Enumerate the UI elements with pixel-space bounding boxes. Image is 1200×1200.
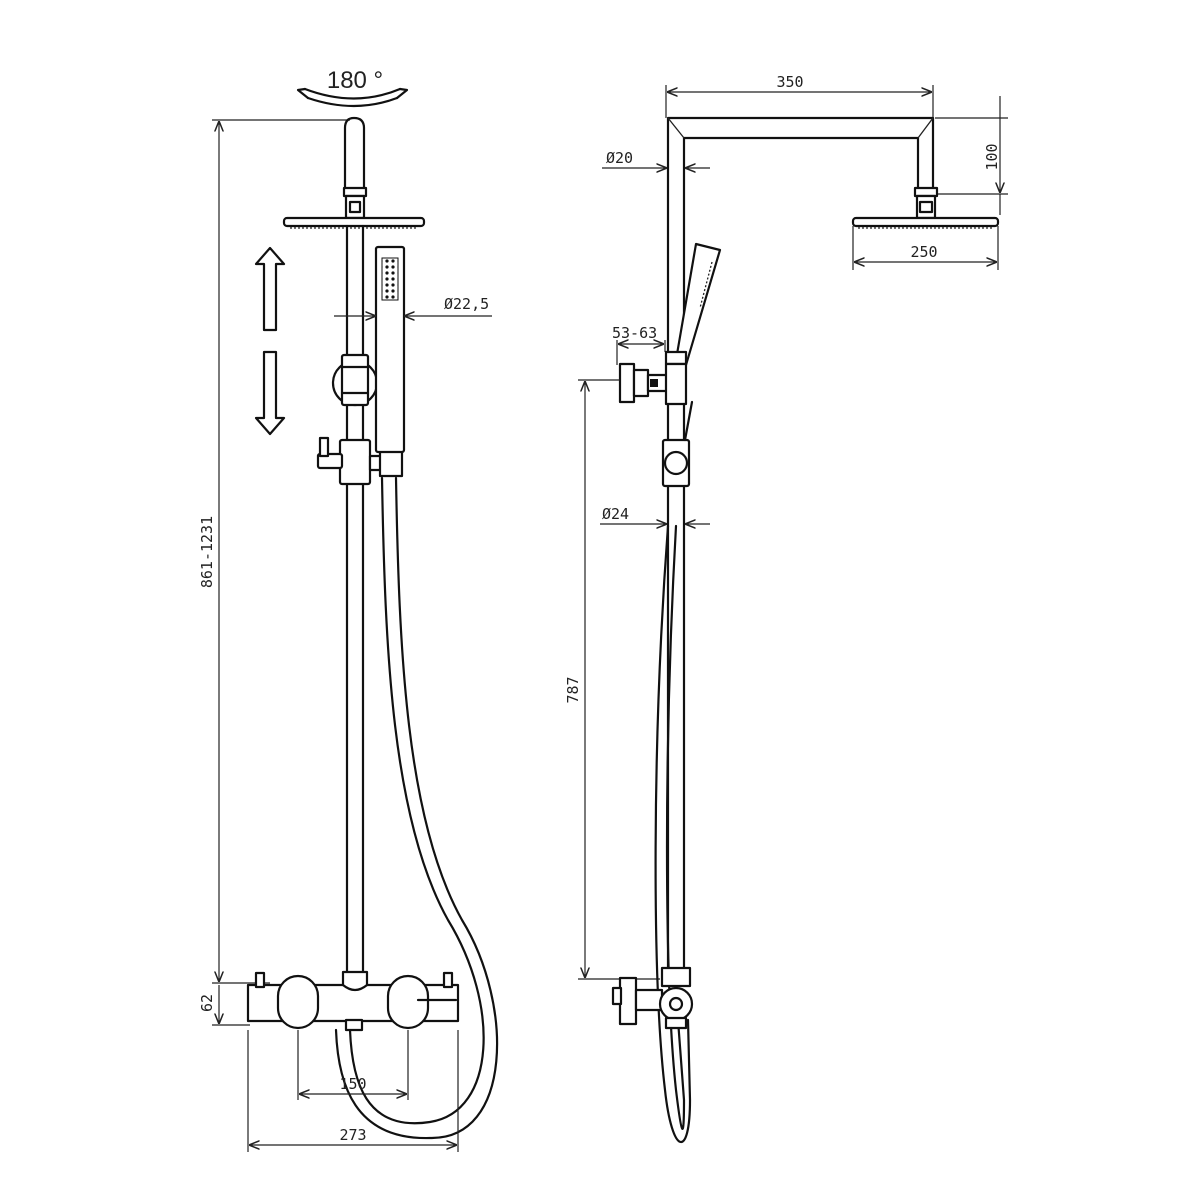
rotation-label: 180 ° xyxy=(327,67,383,94)
front-view: 180 ° 861-1231 xyxy=(198,67,499,1152)
bracket-label: 53-63 xyxy=(612,324,657,342)
side-slider xyxy=(661,400,694,488)
head-diameter-label: 250 xyxy=(910,243,937,261)
rotation-arrow-icon xyxy=(296,87,409,108)
height-label: 861-1231 xyxy=(198,516,216,588)
mixer-width-label: 273 xyxy=(339,1126,366,1144)
riser-height-dimension xyxy=(578,379,660,980)
arm-length-dimension xyxy=(665,85,934,118)
shower-head xyxy=(282,216,426,229)
side-hand-shower xyxy=(674,242,722,367)
down-arrow-icon xyxy=(254,350,286,436)
shower-hose xyxy=(334,476,499,1140)
side-mixer xyxy=(611,966,694,1030)
arm-length-label: 350 xyxy=(776,73,803,91)
shower-arm xyxy=(666,116,935,357)
mixer-height-dimension xyxy=(212,985,250,1026)
handset-holder xyxy=(316,436,404,486)
thermostatic-mixer xyxy=(246,970,460,1032)
bracket-dimension xyxy=(616,340,666,365)
mixer-width-dimension xyxy=(247,1030,459,1152)
up-arrow-icon xyxy=(254,246,286,332)
arm-drop-dimension xyxy=(935,96,1008,215)
side-view: 350 100 250 xyxy=(564,73,1008,1144)
side-riser xyxy=(666,402,686,970)
hand-shower-diameter-label: Ø22,5 xyxy=(444,295,489,313)
mixer-height-label: 62 xyxy=(198,994,216,1012)
wall-bracket xyxy=(618,350,688,406)
upper-slider xyxy=(331,353,379,407)
hand-shower xyxy=(374,245,406,454)
side-shower-head xyxy=(851,186,1000,229)
riser-height-label: 787 xyxy=(564,676,582,703)
upper-pipe-diameter-label: Ø20 xyxy=(606,149,633,167)
riser-rail xyxy=(345,224,365,974)
arm-drop-label: 100 xyxy=(983,143,1001,170)
inlet-spacing-label: 150 xyxy=(339,1075,366,1093)
riser-diameter-label: Ø24 xyxy=(602,505,629,523)
head-diameter-dimension xyxy=(852,226,999,270)
height-dimension xyxy=(212,119,350,984)
inlet-spacing-dimension xyxy=(297,1030,409,1100)
gooseneck-pipe xyxy=(343,116,366,192)
